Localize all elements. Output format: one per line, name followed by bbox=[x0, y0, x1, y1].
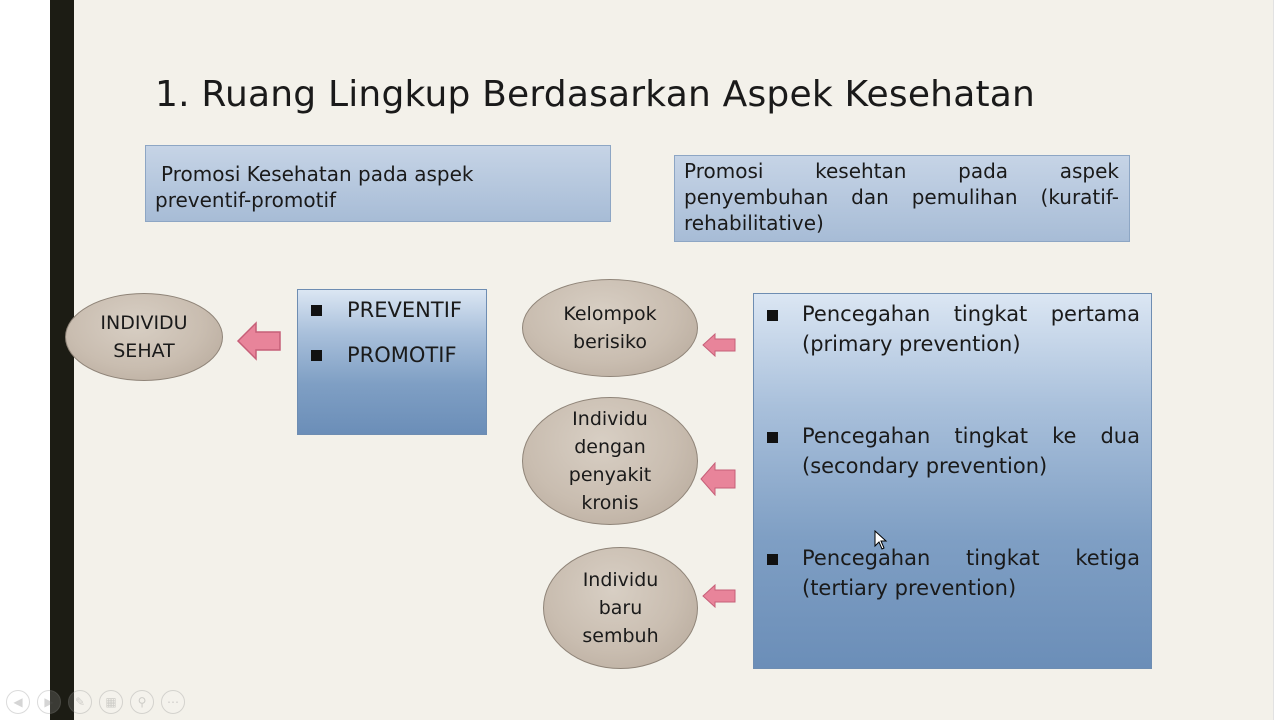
kronis-line-4: kronis bbox=[581, 492, 639, 514]
arrow-left-icon bbox=[700, 462, 736, 496]
individu-sehat-line-1: INDIVIDU bbox=[100, 312, 188, 334]
kronis-line-2: dengan bbox=[574, 436, 646, 458]
zoom-icon[interactable]: ⚲ bbox=[130, 690, 154, 714]
window-right-scrollbar[interactable] bbox=[1273, 0, 1280, 720]
square-bullet-icon bbox=[311, 305, 322, 316]
arrow-left-icon bbox=[702, 584, 736, 608]
square-bullet-icon bbox=[767, 554, 778, 565]
bullet-secondary-prevention: Pencegahan tingkat ke dua (secondary pre… bbox=[767, 421, 1140, 481]
pen-icon[interactable]: ✎ bbox=[68, 690, 92, 714]
kronis-line-3: penyakit bbox=[568, 464, 652, 486]
header-preventif-promotif: Promosi Kesehatan pada aspek preventif-p… bbox=[145, 145, 611, 222]
arrow-left-icon bbox=[702, 333, 736, 357]
ellipse-individu-baru-sembuh: Individu baru sembuh bbox=[543, 547, 698, 669]
sembuh-line-2: baru bbox=[598, 597, 643, 619]
individu-sehat-line-2: SEHAT bbox=[113, 340, 175, 362]
ellipse-kelompok-berisiko: Kelompok berisiko bbox=[522, 279, 698, 377]
ellipse-individu-penyakit-kronis: Individu dengan penyakit kronis bbox=[522, 397, 698, 525]
window-left-margin bbox=[0, 0, 50, 720]
slide-title: 1. Ruang Lingkup Berdasarkan Aspek Keseh… bbox=[155, 74, 1036, 115]
header-left-line-2: preventif-promotif bbox=[155, 188, 337, 212]
more-icon[interactable]: ⋯ bbox=[161, 690, 185, 714]
sembuh-line-1: Individu bbox=[582, 569, 659, 591]
bullet-promotif: PROMOTIF bbox=[311, 342, 457, 368]
header-right-line-1: Promosi kesehtan pada aspek bbox=[684, 159, 1119, 183]
bullet-tertiary-prevention: Pencegahan tingkat ketiga (tertiary prev… bbox=[767, 543, 1140, 603]
bullet-preventif: PREVENTIF bbox=[311, 297, 462, 323]
header-right-line-3: rehabilitative) bbox=[684, 211, 824, 235]
square-bullet-icon bbox=[311, 350, 322, 361]
header-right-line-2: penyembuhan dan pemulihan (kuratif- bbox=[684, 185, 1119, 209]
kelompok-line-2: berisiko bbox=[573, 331, 647, 353]
prevention-levels-box: Pencegahan tingkat pertama (primary prev… bbox=[753, 293, 1152, 669]
arrow-left-icon bbox=[236, 321, 281, 361]
slide-accent-bar bbox=[50, 0, 74, 720]
kronis-line-1: Individu bbox=[572, 408, 648, 430]
header-left-line-1: Promosi Kesehatan pada aspek bbox=[161, 162, 474, 186]
sembuh-line-3: sembuh bbox=[582, 625, 659, 647]
preventif-promotif-box: PREVENTIF PROMOTIF bbox=[297, 289, 487, 435]
ellipse-individu-sehat: INDIVIDU SEHAT bbox=[65, 293, 223, 381]
presentation-toolbar: ◀ ▶ ✎ ▦ ⚲ ⋯ bbox=[6, 690, 185, 714]
kelompok-line-1: Kelompok bbox=[563, 303, 657, 325]
slides-icon[interactable]: ▦ bbox=[99, 690, 123, 714]
header-kuratif-rehabilitatif: Promosi kesehtan pada aspek penyembuhan … bbox=[674, 155, 1130, 242]
mouse-cursor-icon bbox=[874, 530, 888, 550]
square-bullet-icon bbox=[767, 432, 778, 443]
prev-icon[interactable]: ◀ bbox=[6, 690, 30, 714]
square-bullet-icon bbox=[767, 310, 778, 321]
bullet-primary-prevention: Pencegahan tingkat pertama (primary prev… bbox=[767, 299, 1140, 359]
play-icon[interactable]: ▶ bbox=[37, 690, 61, 714]
